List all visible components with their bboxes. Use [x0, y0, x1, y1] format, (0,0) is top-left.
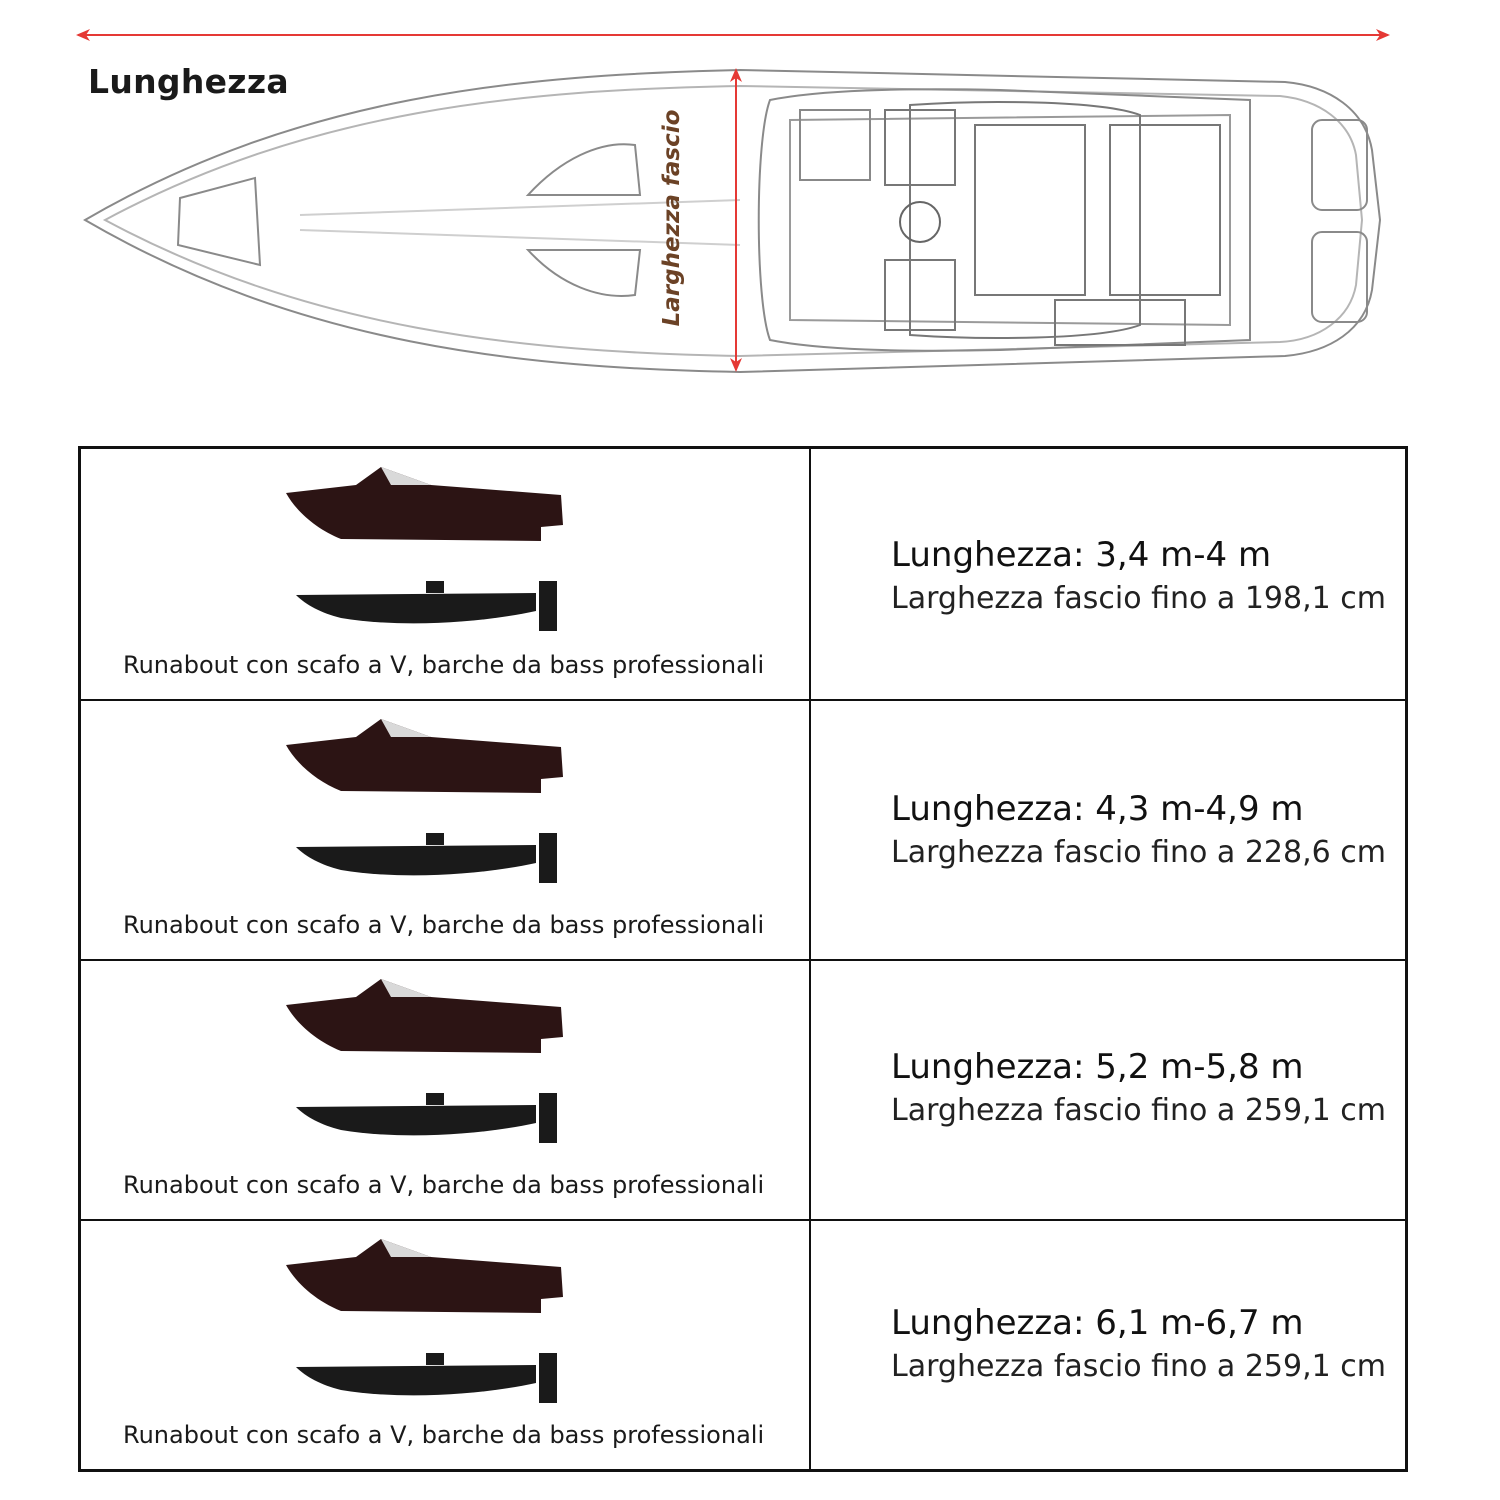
boat-types-cell: Runabout con scafo a V, barche da bass p…	[81, 1221, 811, 1469]
beam-max: Larghezza fascio fino a 259,1 cm	[891, 1348, 1386, 1384]
table-row: Runabout con scafo a V, barche da bass p…	[81, 701, 1405, 961]
boat-dimension-diagram: Lunghezza Larghezza fascio	[0, 0, 1500, 430]
boat-silhouettes-icon	[286, 979, 563, 1143]
size-spec: Lunghezza: 5,2 m-5,8 m Larghezza fascio …	[891, 1047, 1411, 1128]
boat-silhouettes-icon	[286, 467, 563, 631]
length-range: Lunghezza: 5,2 m-5,8 m	[891, 1047, 1304, 1087]
size-spec-cell: Lunghezza: 3,4 m-4 m Larghezza fascio fi…	[811, 449, 1405, 699]
length-label: Lunghezza	[88, 62, 289, 101]
size-spec: Lunghezza: 3,4 m-4 m Larghezza fascio fi…	[891, 535, 1411, 616]
beam-label: Larghezza fascio	[659, 109, 685, 327]
size-spec-cell: Lunghezza: 4,3 m-4,9 m Larghezza fascio …	[811, 701, 1405, 959]
length-range: Lunghezza: 6,1 m-6,7 m	[891, 1303, 1304, 1343]
table-row: Runabout con scafo a V, barche da bass p…	[81, 449, 1405, 701]
boat-types-cell: Runabout con scafo a V, barche da bass p…	[81, 961, 811, 1219]
spec-table: Runabout con scafo a V, barche da bass p…	[78, 446, 1408, 1472]
boat-types-cell: Runabout con scafo a V, barche da bass p…	[81, 701, 811, 959]
boat-types-caption: Runabout con scafo a V, barche da bass p…	[123, 1421, 765, 1449]
size-spec: Lunghezza: 6,1 m-6,7 m Larghezza fascio …	[891, 1303, 1411, 1384]
boat-silhouettes-icon	[286, 719, 563, 883]
boat-types-caption: Runabout con scafo a V, barche da bass p…	[123, 1171, 765, 1199]
hull-outline	[83, 68, 1382, 374]
boat-silhouettes-icon	[286, 1239, 563, 1403]
table-row: Runabout con scafo a V, barche da bass p…	[81, 1221, 1405, 1469]
boat-types-cell: Runabout con scafo a V, barche da bass p…	[81, 449, 811, 699]
boat-top-view-illustration	[76, 29, 1390, 374]
table-row: Runabout con scafo a V, barche da bass p…	[81, 961, 1405, 1221]
length-range: Lunghezza: 3,4 m-4 m	[891, 535, 1272, 575]
beam-max: Larghezza fascio fino a 198,1 cm	[891, 580, 1386, 616]
length-range: Lunghezza: 4,3 m-4,9 m	[891, 789, 1304, 829]
size-spec-cell: Lunghezza: 5,2 m-5,8 m Larghezza fascio …	[811, 961, 1405, 1219]
boat-types-caption: Runabout con scafo a V, barche da bass p…	[123, 911, 765, 939]
beam-max: Larghezza fascio fino a 259,1 cm	[891, 1092, 1386, 1128]
size-spec-cell: Lunghezza: 6,1 m-6,7 m Larghezza fascio …	[811, 1221, 1405, 1469]
size-spec: Lunghezza: 4,3 m-4,9 m Larghezza fascio …	[891, 789, 1411, 870]
beam-max: Larghezza fascio fino a 228,6 cm	[891, 834, 1386, 870]
boat-types-caption: Runabout con scafo a V, barche da bass p…	[123, 651, 765, 679]
